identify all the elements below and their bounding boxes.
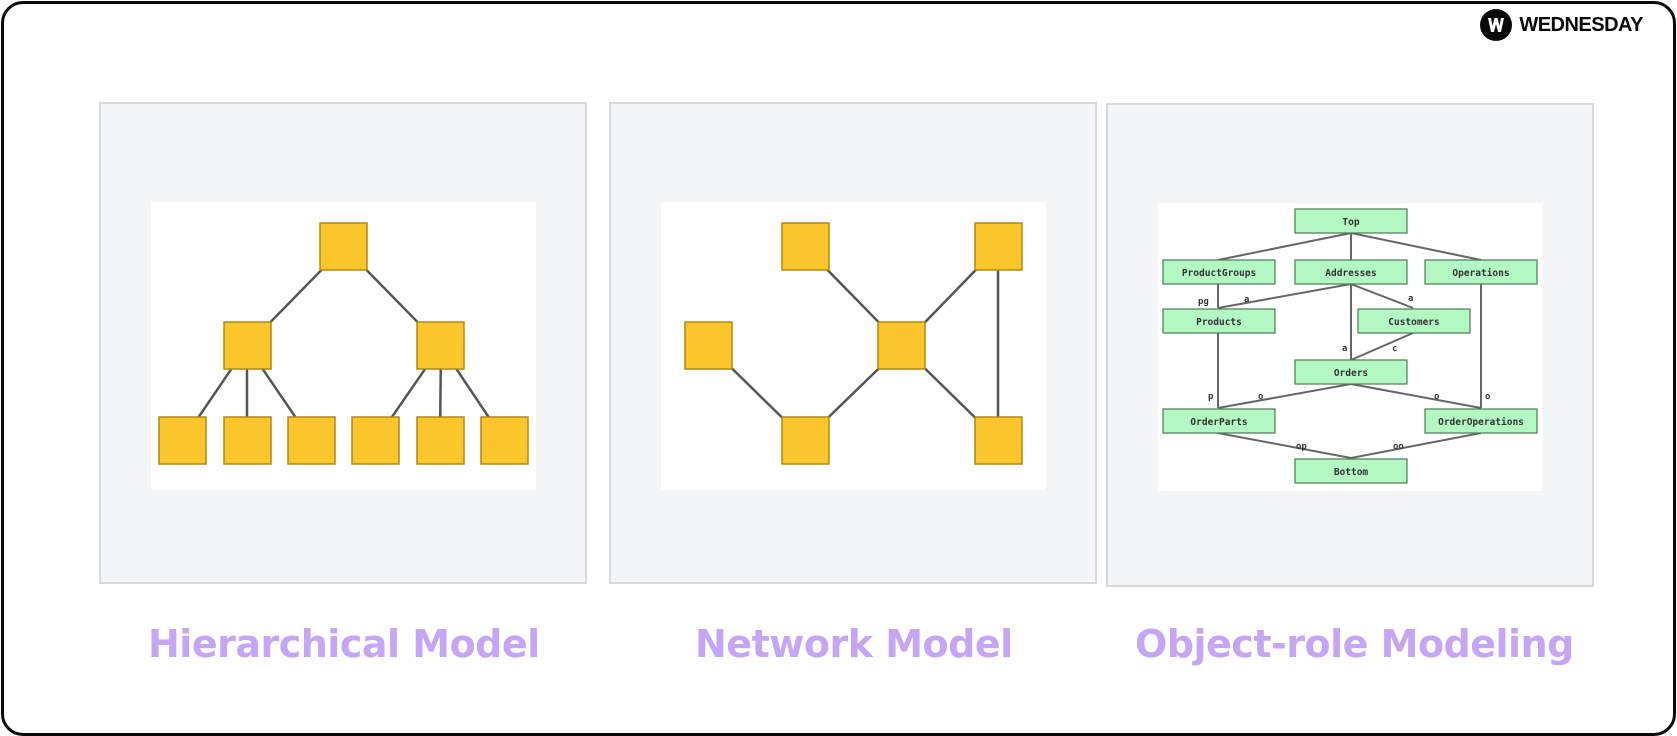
caption-hierarchical-model: Hierarchical Model bbox=[148, 622, 540, 666]
orm-entity-customers bbox=[1357, 308, 1471, 334]
orm-label-order-parts: OrderParts bbox=[1190, 417, 1247, 428]
hierarchical-model-panel bbox=[99, 102, 587, 584]
network-node bbox=[781, 416, 830, 465]
orm-role-a: a bbox=[1244, 295, 1249, 305]
network-node bbox=[877, 321, 926, 370]
orm-label-order-operations: OrderOperations bbox=[1438, 417, 1524, 428]
orm-label-bottom: Bottom bbox=[1334, 467, 1369, 478]
orm-role-o: o bbox=[1258, 392, 1263, 402]
orm-role-o: o bbox=[1434, 392, 1439, 402]
caption-network-model: Network Model bbox=[695, 622, 1013, 666]
orm-label-customers: Customers bbox=[1388, 317, 1439, 328]
orm-role-o: o bbox=[1485, 392, 1490, 402]
brand-name: WEDNESDAY bbox=[1519, 13, 1643, 36]
orm-entity-order-parts bbox=[1162, 408, 1276, 434]
orm-role-pg: pg bbox=[1198, 297, 1209, 307]
orm-entity-addresses bbox=[1294, 259, 1408, 285]
orm-entity-products bbox=[1162, 308, 1276, 334]
network-node bbox=[974, 222, 1023, 271]
root-node bbox=[319, 222, 368, 271]
wednesday-logo-icon bbox=[1480, 9, 1513, 41]
leaf-node bbox=[158, 416, 207, 465]
leaf-node bbox=[351, 416, 400, 465]
child-node bbox=[223, 321, 272, 370]
orm-entity-product-groups bbox=[1162, 259, 1276, 285]
brand-logo: WEDNESDAY bbox=[1479, 8, 1643, 42]
network-node bbox=[974, 416, 1023, 465]
orm-entity-operations bbox=[1424, 259, 1538, 285]
orm-role-p: p bbox=[1208, 392, 1214, 402]
orm-entity-top bbox=[1294, 208, 1408, 234]
orm-label-addresses: Addresses bbox=[1325, 268, 1376, 279]
orm-role-oo: oo bbox=[1393, 442, 1404, 452]
orm-edges bbox=[1217, 232, 1482, 459]
orm-role-c: c bbox=[1392, 344, 1397, 354]
orm-label-product-groups: ProductGroups bbox=[1182, 268, 1256, 279]
orm-role-a: a bbox=[1408, 294, 1413, 304]
leaf-node bbox=[287, 416, 336, 465]
caption-object-role-modeling: Object-role Modeling bbox=[1135, 622, 1574, 666]
orm-label-products: Products bbox=[1196, 317, 1242, 328]
network-edges bbox=[708, 246, 1000, 441]
network-node bbox=[684, 321, 733, 370]
leaf-node bbox=[223, 416, 272, 465]
orm-entity-order-operations bbox=[1424, 408, 1538, 434]
object-role-diagram: Top ProductGroups Addresses Operations P… bbox=[1158, 203, 1543, 491]
orm-entity-orders bbox=[1294, 359, 1408, 385]
network-diagram bbox=[661, 202, 1046, 490]
hierarchical-diagram bbox=[151, 202, 536, 490]
leaf-node bbox=[480, 416, 529, 465]
orm-entity-bottom bbox=[1294, 458, 1408, 484]
network-model-panel bbox=[609, 102, 1097, 584]
orm-role-a: a bbox=[1342, 344, 1347, 354]
child-node bbox=[416, 321, 465, 370]
orm-label-top: Top bbox=[1342, 217, 1359, 228]
orm-role-op: op bbox=[1296, 442, 1307, 452]
orm-label-orders: Orders bbox=[1334, 368, 1368, 379]
orm-label-operations: Operations bbox=[1452, 268, 1509, 279]
network-node bbox=[781, 222, 830, 271]
object-role-panel: Top ProductGroups Addresses Operations P… bbox=[1106, 103, 1594, 587]
leaf-node bbox=[416, 416, 465, 465]
